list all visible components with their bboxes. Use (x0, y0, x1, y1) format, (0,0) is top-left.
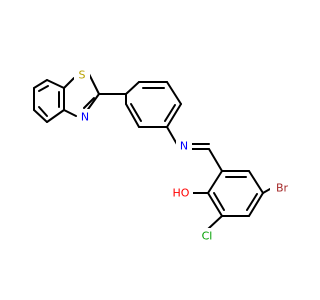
benzothiazole-benzene-ring (33, 79, 65, 123)
bromine-label: Br (276, 182, 289, 195)
hydroxyl-label: HO (173, 187, 190, 200)
molecule-structure: S N N HO Br Cl (33, 67, 294, 244)
substituent-bonds (191, 188, 271, 230)
imine-linker (166, 126, 223, 172)
chlorine-label: Cl (202, 230, 213, 243)
phenol-ring (207, 170, 264, 217)
sulfur-label: S (79, 69, 86, 82)
atom-labels: S N N HO Br Cl (74, 67, 294, 244)
thiazole-nitrogen-label: N (81, 111, 89, 124)
imine-nitrogen-label: N (180, 140, 188, 153)
central-phenyl-ring (98, 81, 182, 128)
